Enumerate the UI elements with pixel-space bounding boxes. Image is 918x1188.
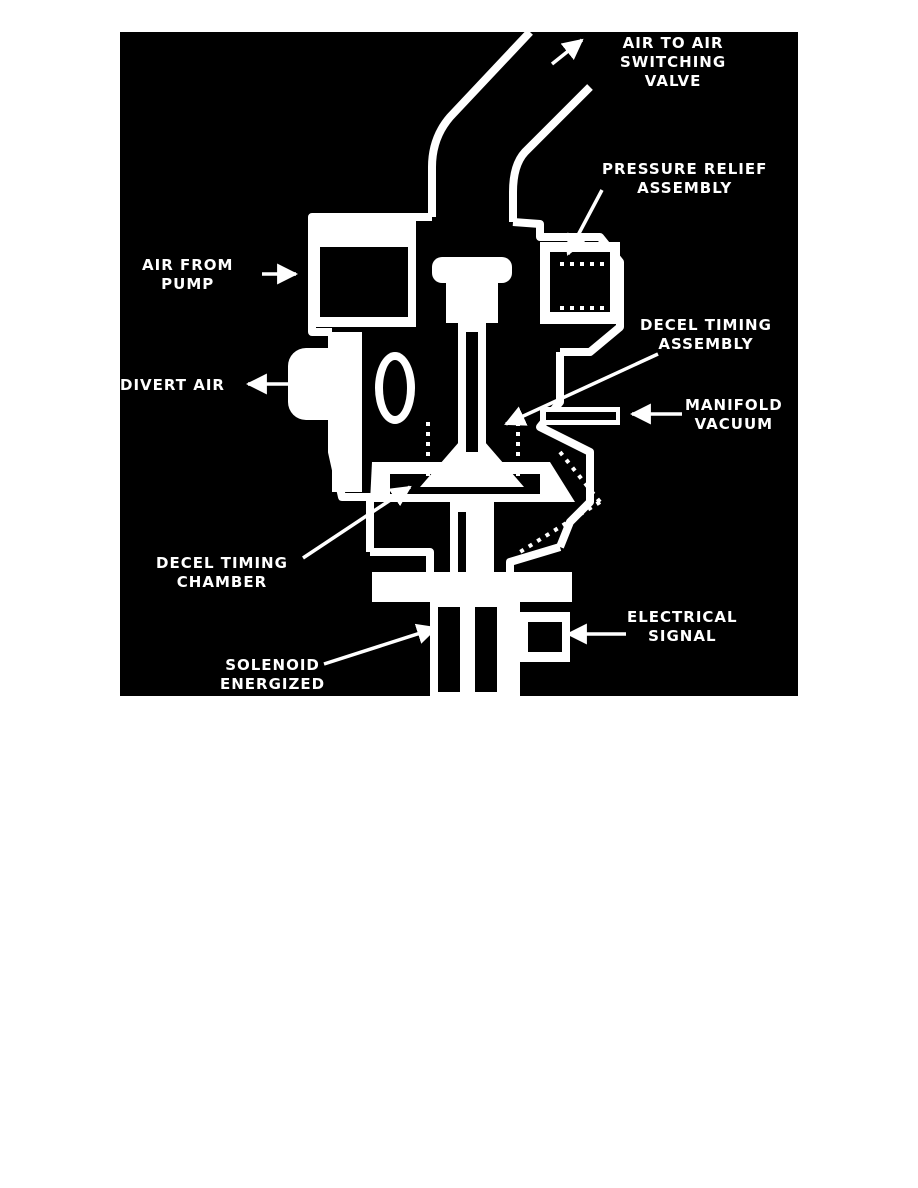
label-air-to-switching-valve: AIR TO AIR SWITCHING VALVE: [620, 34, 727, 90]
leader-arrows: [245, 38, 682, 666]
label-decel-timing-chamber: DECEL TIMING CHAMBER: [156, 554, 288, 591]
label-pressure-relief-assembly: PRESSURE RELIEF ASSEMBLY: [602, 160, 768, 197]
label-solenoid-energized: SOLENOID ENERGIZED: [220, 656, 326, 693]
arrow-air-to-switching-valve: [550, 38, 584, 66]
arrow-decel-timing-assembly: [504, 352, 659, 426]
arrow-pressure-relief: [566, 189, 604, 256]
label-manifold-vacuum: MANIFOLD VACUUM: [685, 396, 783, 433]
valve-cutaway-diagram: AIR TO AIR SWITCHING VALVE PRESSURE RELI…: [120, 32, 798, 696]
arrow-solenoid-energized: [323, 623, 438, 666]
valve-poppet: [420, 257, 524, 582]
label-electrical-signal: ELECTRICAL SIGNAL: [627, 608, 738, 645]
springs: [350, 262, 610, 554]
label-decel-timing-assembly: DECEL TIMING ASSEMBLY: [640, 316, 772, 353]
valve-poppet-detail: [458, 332, 478, 572]
arrow-decel-timing-chamber: [302, 485, 412, 560]
valve-cutaway-drawing: [245, 32, 682, 696]
label-divert-air: DIVERT AIR: [120, 376, 225, 394]
label-air-from-pump: AIR FROM PUMP: [142, 256, 234, 293]
